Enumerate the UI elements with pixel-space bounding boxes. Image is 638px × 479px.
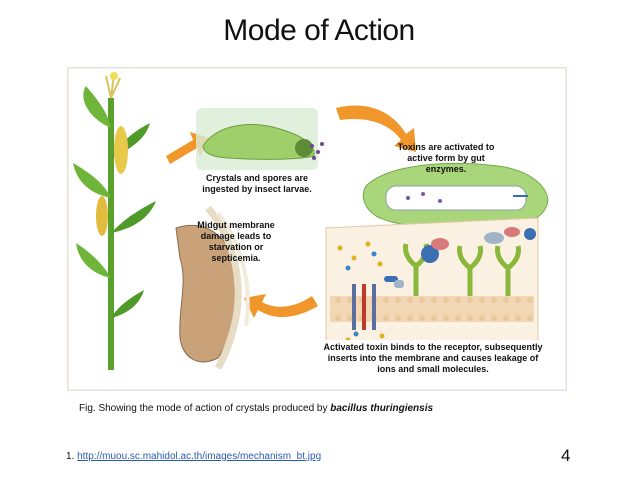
caption-text: Fig. Showing the mode of action of cryst… [79,403,331,414]
figure-caption: Fig. Showing the mode of action of cryst… [79,403,599,414]
reference-link[interactable]: http://muou.sc.mahidol.ac.th/images/mech… [77,451,322,462]
label-receptor: Activated toxin binds to the receptor, s… [320,340,546,377]
caption-species: bacillus thuringiensis [330,403,434,414]
larva-ingesting-illustration [196,108,324,170]
reference-number: 1. [66,451,75,462]
figure-illustration [73,72,549,374]
reference: 1. http://muou.sc.mahidol.ac.th/images/m… [66,451,321,462]
page-number: 4 [561,446,571,465]
arrow-to-midgut [244,294,318,318]
midgut-damage-illustration [175,205,250,370]
label-ingest: Crystals and spores are ingested by inse… [202,173,312,194]
receptor-binding-panel [325,217,539,374]
slide-title: Mode of Action [223,14,415,47]
mode-of-action-figure: Crystals and spores are ingested by inse… [67,67,567,391]
arrow-to-activate [336,105,416,152]
label-activate: Toxins are activated to active form by g… [397,142,495,174]
corn-plant-illustration [73,72,156,370]
larva-gut-illustration [362,163,549,230]
label-midgut: Midgut membrane damage leads to starvati… [197,220,275,263]
